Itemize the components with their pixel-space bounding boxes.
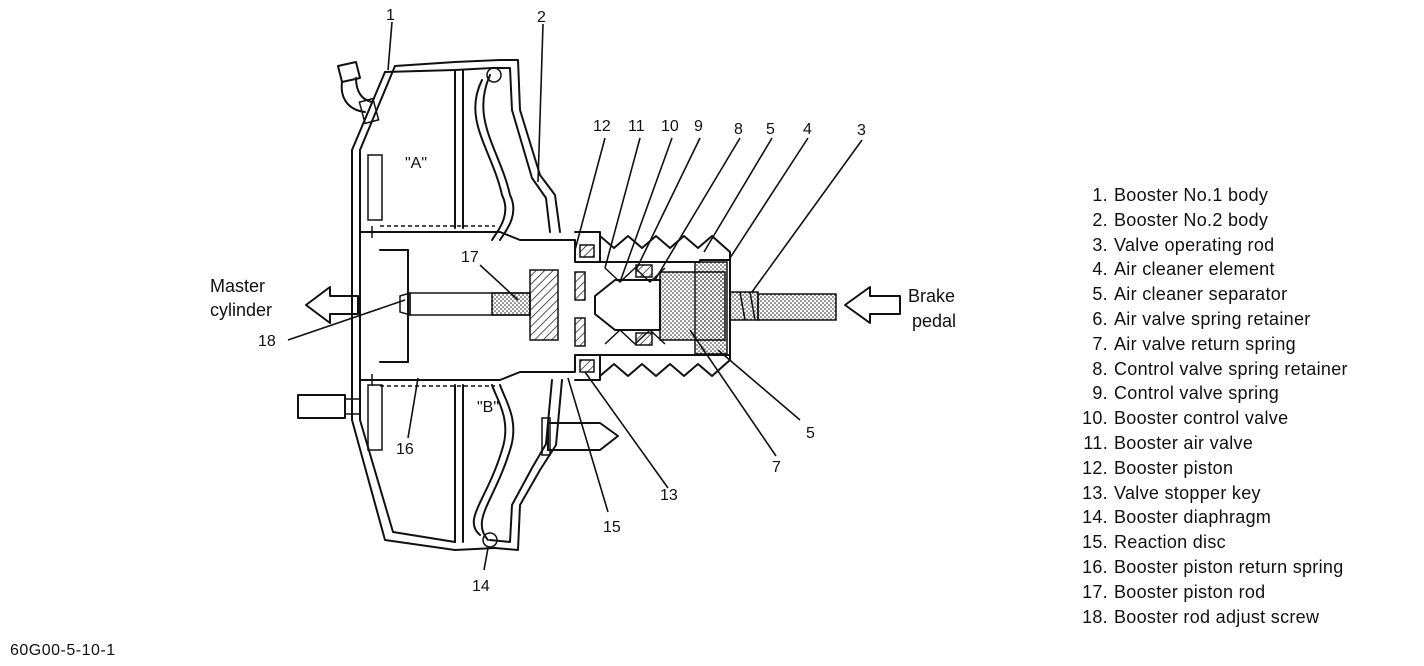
legend-item-number: 5. (1092, 284, 1108, 305)
legend-item: 7. Air valve return spring (1072, 332, 1412, 357)
callout-3: 3 (857, 122, 866, 139)
legend-item: 1. Booster No.1 body (1072, 183, 1412, 208)
callout-2: 2 (537, 9, 546, 26)
legend-item: 3. Valve operating rod (1072, 233, 1412, 258)
valve-operating-rod (729, 291, 837, 321)
control-valve-assembly (594, 261, 728, 355)
legend-item-label: Air cleaner element (1114, 259, 1275, 280)
callout-14: 14 (472, 578, 490, 595)
figure-code: 60G00-5-10-1 (10, 642, 116, 659)
callout-10: 10 (661, 118, 679, 135)
legend-item-label: Control valve spring (1114, 383, 1280, 404)
booster-no1-body (351, 59, 501, 551)
mounting-studs (297, 394, 619, 456)
callout-12: 12 (593, 118, 611, 135)
legend-item-label: Air valve spring retainer (1114, 308, 1311, 329)
legend-item-label: Air valve return spring (1114, 333, 1296, 354)
booster-diaphragm (472, 67, 515, 548)
legend-item-number: 10. (1082, 408, 1108, 429)
legend-item: 10. Booster control valve (1072, 406, 1412, 431)
vacuum-hose-fitting (337, 61, 380, 125)
legend-item-label: Booster piston return spring (1114, 556, 1344, 577)
legend-item-label: Booster No.2 body (1114, 209, 1269, 230)
legend-item-number: 17. (1082, 581, 1108, 602)
legend-item: 13. Valve stopper key (1072, 481, 1412, 506)
brake-pedal-label-line1: Brake (908, 286, 955, 306)
chamber-a-label: "A" (405, 155, 427, 172)
legend-item-number: 16. (1082, 556, 1108, 577)
legend-item-number: 12. (1082, 457, 1108, 478)
callout-5-low: 5 (806, 425, 815, 442)
legend-item: 11. Booster air valve (1072, 431, 1412, 456)
legend-item-label: Booster rod adjust screw (1114, 606, 1320, 627)
leader-lines (287, 21, 863, 571)
callout-13: 13 (660, 487, 678, 504)
legend-item-number: 8. (1092, 358, 1108, 379)
legend-item-number: 18. (1082, 606, 1108, 627)
callout-11: 11 (628, 118, 645, 135)
booster-piston-rod (379, 249, 531, 363)
chamber-b-label: "B" (477, 399, 499, 416)
legend-item-number: 6. (1092, 308, 1108, 329)
callout-15: 15 (603, 519, 621, 536)
callout-9: 9 (694, 118, 703, 135)
legend-item: 12. Booster piston (1072, 456, 1412, 481)
brake-pedal-label-line2: pedal (912, 311, 956, 331)
callout-17: 17 (461, 249, 479, 266)
legend-item: 16. Booster piston return spring (1072, 555, 1412, 580)
legend-item: 17. Booster piston rod (1072, 580, 1412, 605)
legend-item: 14. Booster diaphragm (1072, 505, 1412, 530)
legend-item-label: Air cleaner separator (1114, 284, 1288, 305)
legend-item-label: Booster piston (1114, 457, 1234, 478)
master-cylinder-arrow (305, 286, 359, 324)
callout-5-top: 5 (766, 121, 775, 138)
reaction-disc (529, 269, 559, 341)
legend-item-number: 7. (1092, 333, 1108, 354)
legend-item-number: 9. (1092, 383, 1108, 404)
legend-item-number: 3. (1092, 234, 1108, 255)
legend-item-label: Booster control valve (1114, 408, 1289, 429)
legend-item: 2. Booster No.2 body (1072, 208, 1412, 233)
parts-legend: 1. Booster No.1 body 2. Booster No.2 body 3.… (1072, 183, 1412, 629)
booster-piston (359, 69, 541, 543)
legend-item-label: Valve stopper key (1114, 482, 1261, 503)
legend-item: 8. Control valve spring retainer (1072, 357, 1412, 382)
callout-7: 7 (772, 459, 781, 476)
legend-item: 9. Control valve spring (1072, 381, 1412, 406)
master-cylinder-label-line1: Master (210, 276, 265, 296)
brake-pedal-arrow (844, 286, 901, 324)
legend-item-label: Booster diaphragm (1114, 507, 1272, 528)
legend-item-number: 14. (1082, 507, 1108, 528)
legend-item-label: Booster No.1 body (1114, 185, 1269, 205)
legend-item-label: Valve operating rod (1114, 234, 1275, 255)
legend-item-number: 11. (1083, 432, 1108, 453)
legend-item: 4. Air cleaner element (1072, 257, 1412, 282)
callout-4: 4 (803, 121, 812, 138)
legend-item-label: Booster piston rod (1114, 581, 1266, 602)
legend-item-number: 2. (1092, 209, 1108, 230)
legend-item-label: Reaction disc (1114, 532, 1226, 553)
legend-item-number: 15. (1082, 532, 1108, 553)
legend-item: 5. Air cleaner separator (1072, 282, 1412, 307)
legend-item-number: 1. (1092, 185, 1108, 205)
legend-item-number: 13. (1082, 482, 1108, 503)
legend-item-label: Control valve spring retainer (1114, 358, 1348, 379)
legend-item: 6. Air valve spring retainer (1072, 307, 1412, 332)
callout-8: 8 (734, 121, 743, 138)
legend-item-label: Booster air valve (1114, 432, 1254, 453)
callout-18: 18 (258, 333, 276, 350)
legend-item: 18. Booster rod adjust screw (1072, 605, 1412, 630)
legend-item: 15. Reaction disc (1072, 530, 1412, 555)
legend-item-number: 4. (1092, 259, 1108, 280)
callout-1: 1 (386, 7, 395, 24)
callout-16: 16 (396, 441, 414, 458)
master-cylinder-label-line2: cylinder (210, 300, 272, 320)
